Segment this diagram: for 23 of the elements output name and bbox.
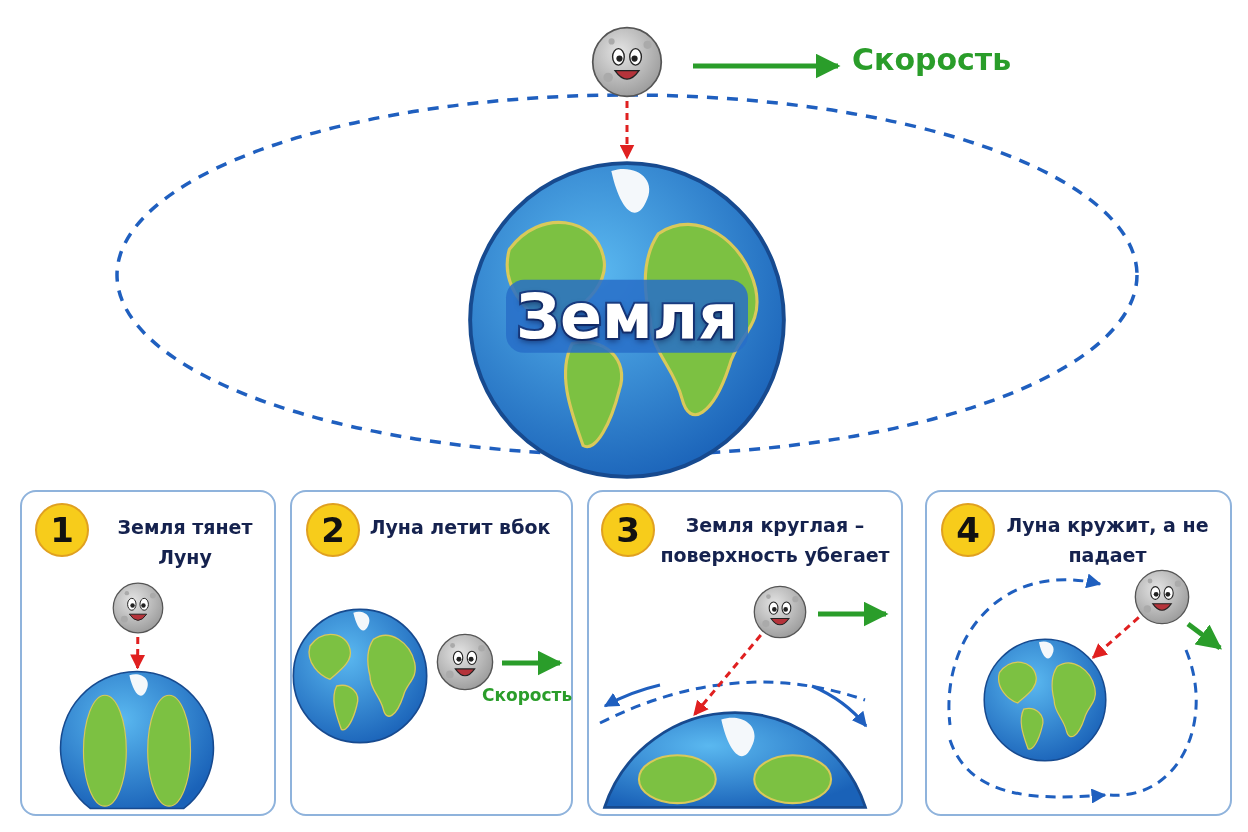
moon-drawing (753, 585, 807, 639)
number-badge: 2 (306, 503, 360, 557)
number-badge: 3 (601, 503, 655, 557)
panel-card (20, 490, 276, 816)
velocity-label: Скорость (852, 42, 1012, 77)
planet-name: Земля (506, 279, 748, 353)
velocity-label: Скорость (482, 685, 573, 705)
panel-card (587, 490, 903, 816)
arrow (130, 637, 146, 670)
number-badge: 4 (941, 503, 995, 557)
moon-drawing (1134, 569, 1190, 625)
panel-heading: Луна летит вбок (368, 515, 552, 540)
panel-card (925, 490, 1232, 816)
panel-heading: Земля круглая – поверхность убегает (659, 513, 891, 568)
arrow (619, 101, 635, 160)
panel-heading: Земля тянет Луну (116, 515, 254, 570)
panel-card (290, 490, 573, 816)
moon-drawing (112, 582, 164, 634)
arrow (693, 634, 762, 717)
panel-heading: Луна кружит, а не падает (1005, 513, 1210, 568)
moon-drawing (591, 26, 663, 98)
arrow (1091, 616, 1140, 659)
number-badge: 1 (35, 503, 89, 557)
